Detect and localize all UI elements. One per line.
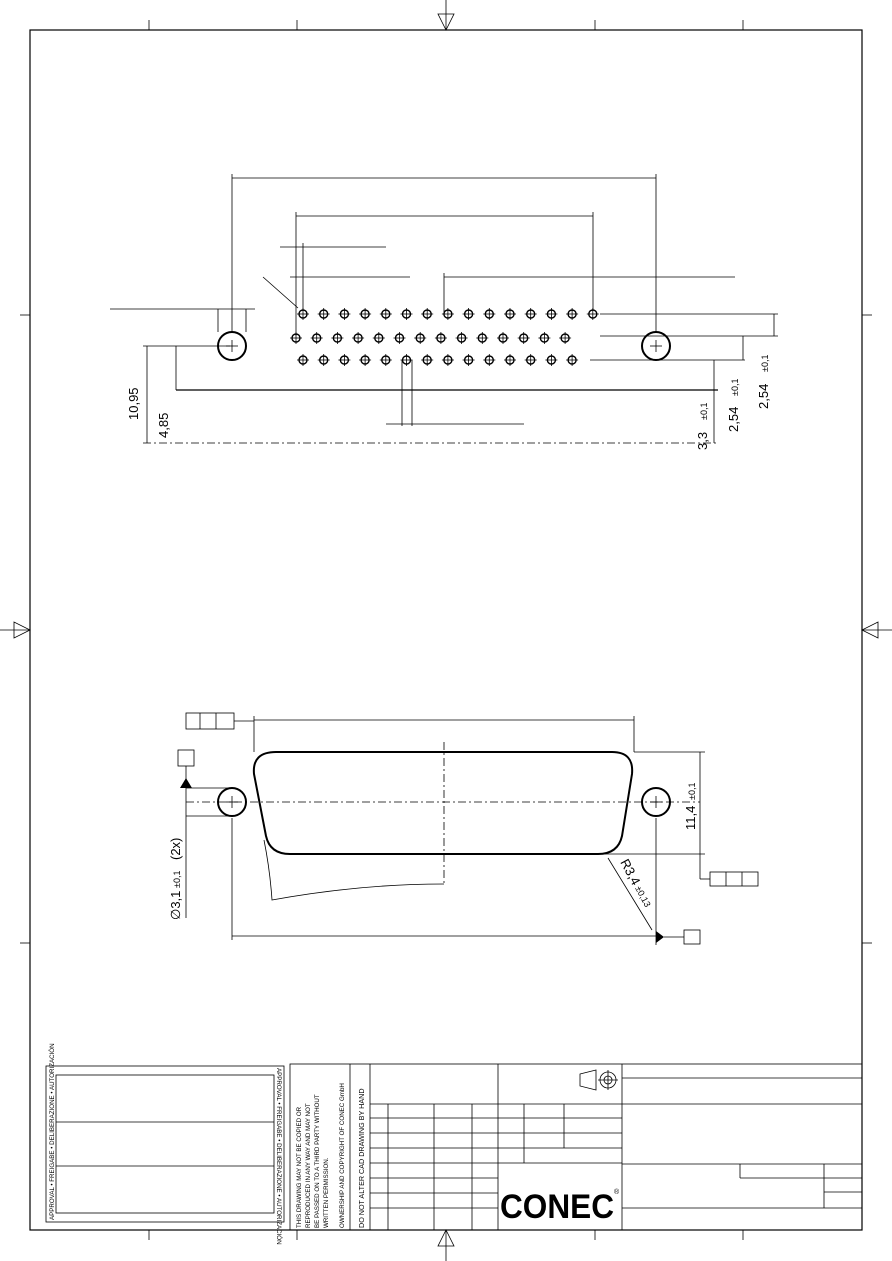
pin-grid: [290, 308, 599, 366]
pin-pad: [566, 308, 579, 320]
dim-11-4-tol: ±0,1: [687, 783, 697, 800]
pin-pad: [559, 332, 572, 344]
pin-pad: [462, 308, 475, 320]
pin-pad: [524, 308, 537, 320]
registered-mark: ®: [614, 1188, 620, 1196]
dim-hole-count: (2x): [168, 838, 183, 860]
pin-pad: [414, 332, 427, 344]
flange-hole-right: [641, 787, 671, 817]
pin-pad: [566, 354, 579, 366]
tolerance-frame-right: [699, 854, 759, 887]
pin-pad: [331, 332, 344, 344]
pin-pad: [441, 354, 454, 366]
d-shell-outline: [252, 751, 634, 855]
dim-2-54-a: 2,54: [726, 407, 741, 432]
pin-pad: [317, 354, 330, 366]
dim-11-4: 11,4: [683, 806, 698, 830]
pin-pad: [476, 332, 489, 344]
pin-pad: [538, 332, 551, 344]
pin-pad: [504, 354, 516, 366]
pin-pad: [441, 308, 454, 320]
drawing-frame: [20, 20, 872, 1240]
pin-pad: [379, 308, 392, 320]
first-angle-projection-icon: [579, 1069, 618, 1091]
pin-pad: [317, 308, 330, 320]
pin-pad: [297, 354, 309, 366]
front-view: 11,4 ±0,1 ∅3,1 ±0,1 (2x) R3,4 ±0,13: [168, 712, 759, 945]
title-block: THIS DRAWING MAY NOT BE COPIED OR REPROD…: [289, 1063, 863, 1231]
pin-pad: [462, 354, 475, 366]
pin-pad: [421, 308, 434, 320]
pin-pad: [379, 354, 392, 366]
dim-hole-diameter: ∅3,1: [168, 891, 183, 920]
pin-pad: [421, 354, 434, 366]
pin-pad: [483, 354, 496, 366]
copyright-line-5: OWNERSHIP AND COPYRIGHT OF CONEC GmbH: [339, 1083, 346, 1228]
pin-pad: [393, 332, 406, 344]
pin-pad: [352, 332, 365, 344]
pin-pad: [497, 332, 509, 344]
pin-pad: [483, 308, 496, 320]
copyright-line-1: THIS DRAWING MAY NOT BE COPIED OR: [296, 1106, 303, 1228]
datum-box-bottom: [656, 929, 701, 945]
approval-box: APPROVAL • FREIGABE • DELIBERAZIONE • AU…: [45, 1043, 285, 1245]
copyright-notice: THIS DRAWING MAY NOT BE COPIED OR REPROD…: [296, 1083, 346, 1228]
pin-pad: [545, 308, 558, 320]
tolerance-frame-top: [185, 712, 254, 730]
pin-pad: [359, 308, 372, 320]
pin-pad: [434, 332, 447, 344]
hand-alter-warning: DO NOT ALTER CAD DRAWING BY HAND: [357, 1088, 366, 1228]
dim-2-54-a-tol: ±0,1: [730, 379, 740, 396]
dim-2-54-b: 2,54: [756, 384, 771, 409]
footprint-view: 10,95 4,85 3,3 ±0,1 2,54 ±0,1 2,54 ±0,1: [110, 174, 778, 450]
approval-label-right: APPROVAL • FREIGABE • DELIBERAZIONE • AU…: [275, 1068, 282, 1245]
datum-box-left: [177, 749, 195, 788]
dim-3-3: 3,3: [695, 432, 710, 450]
pin-pad: [338, 308, 351, 320]
dim-3-3-tol: ±0,1: [699, 403, 709, 420]
copyright-line-3: BE PASSED ON TO A THIRD PARTY WITHOUT: [314, 1094, 321, 1228]
pin-pad: [545, 354, 558, 366]
conec-logo: CONEC: [500, 1188, 614, 1226]
dimension-lines: [110, 174, 778, 444]
copyright-line-4: WRITTEN PERMISSION.: [323, 1157, 330, 1228]
dim-hole-tol: ±0,1: [172, 871, 182, 888]
pin-pad: [359, 354, 372, 366]
dim-radius-tol: ±0,13: [633, 884, 652, 909]
pin-pad: [338, 354, 351, 366]
pin-pad: [400, 354, 413, 366]
dim-2-54-b-tol: ±0,1: [760, 355, 770, 372]
pin-pad: [504, 308, 516, 320]
pin-pad: [400, 308, 413, 320]
dim-10-95: 10,95: [126, 387, 141, 420]
pin-pad: [372, 332, 385, 344]
pin-pad: [517, 332, 530, 344]
copyright-line-2: REPRODUCED IN ANY WAY AND MAY NOT: [305, 1103, 312, 1228]
dim-4-85: 4,85: [156, 413, 171, 438]
dim-radius: R3,4: [617, 856, 643, 887]
approval-label-left: APPROVAL • FREIGABE • DELIBERAZIONE • AU…: [49, 1043, 56, 1220]
pin-pad: [524, 354, 537, 366]
pin-pad: [455, 332, 468, 344]
pin-pad: [310, 332, 323, 344]
